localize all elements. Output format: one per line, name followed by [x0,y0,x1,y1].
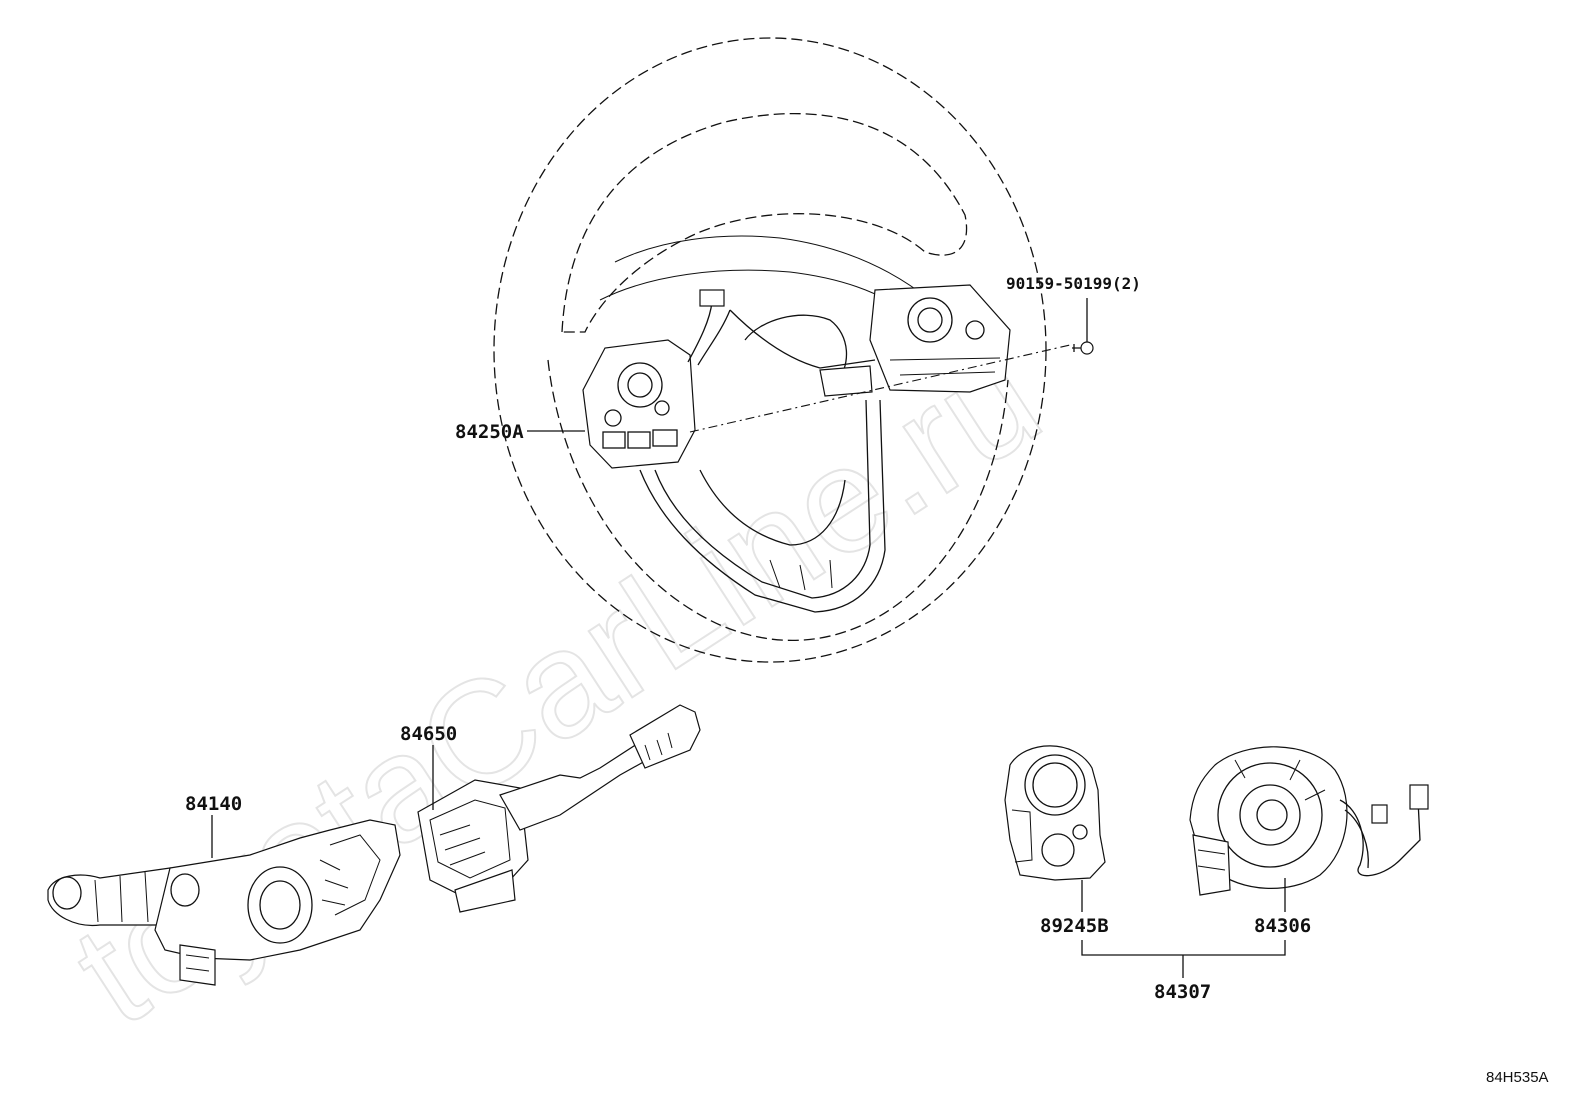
diagram-ref: 84H535A [1486,1069,1549,1086]
label-89245b: 89245B [1040,915,1109,937]
steering-wheel [493,37,1071,663]
label-90159-50199: 90159-50199(2) [1006,274,1141,293]
sensor-89245b [1004,745,1106,912]
label-84250a: 84250A [455,421,524,443]
turn-switch-84140 [47,815,401,986]
bolt-90159 [1072,298,1094,355]
wiper-switch-84650 [417,704,701,913]
label-84140: 84140 [185,793,242,815]
bracket-84307 [1081,940,1286,978]
label-84307: 84307 [1154,981,1211,1003]
spiral-cable-84306 [1189,746,1429,912]
label-84306: 84306 [1254,915,1311,937]
label-84650: 84650 [400,723,457,745]
